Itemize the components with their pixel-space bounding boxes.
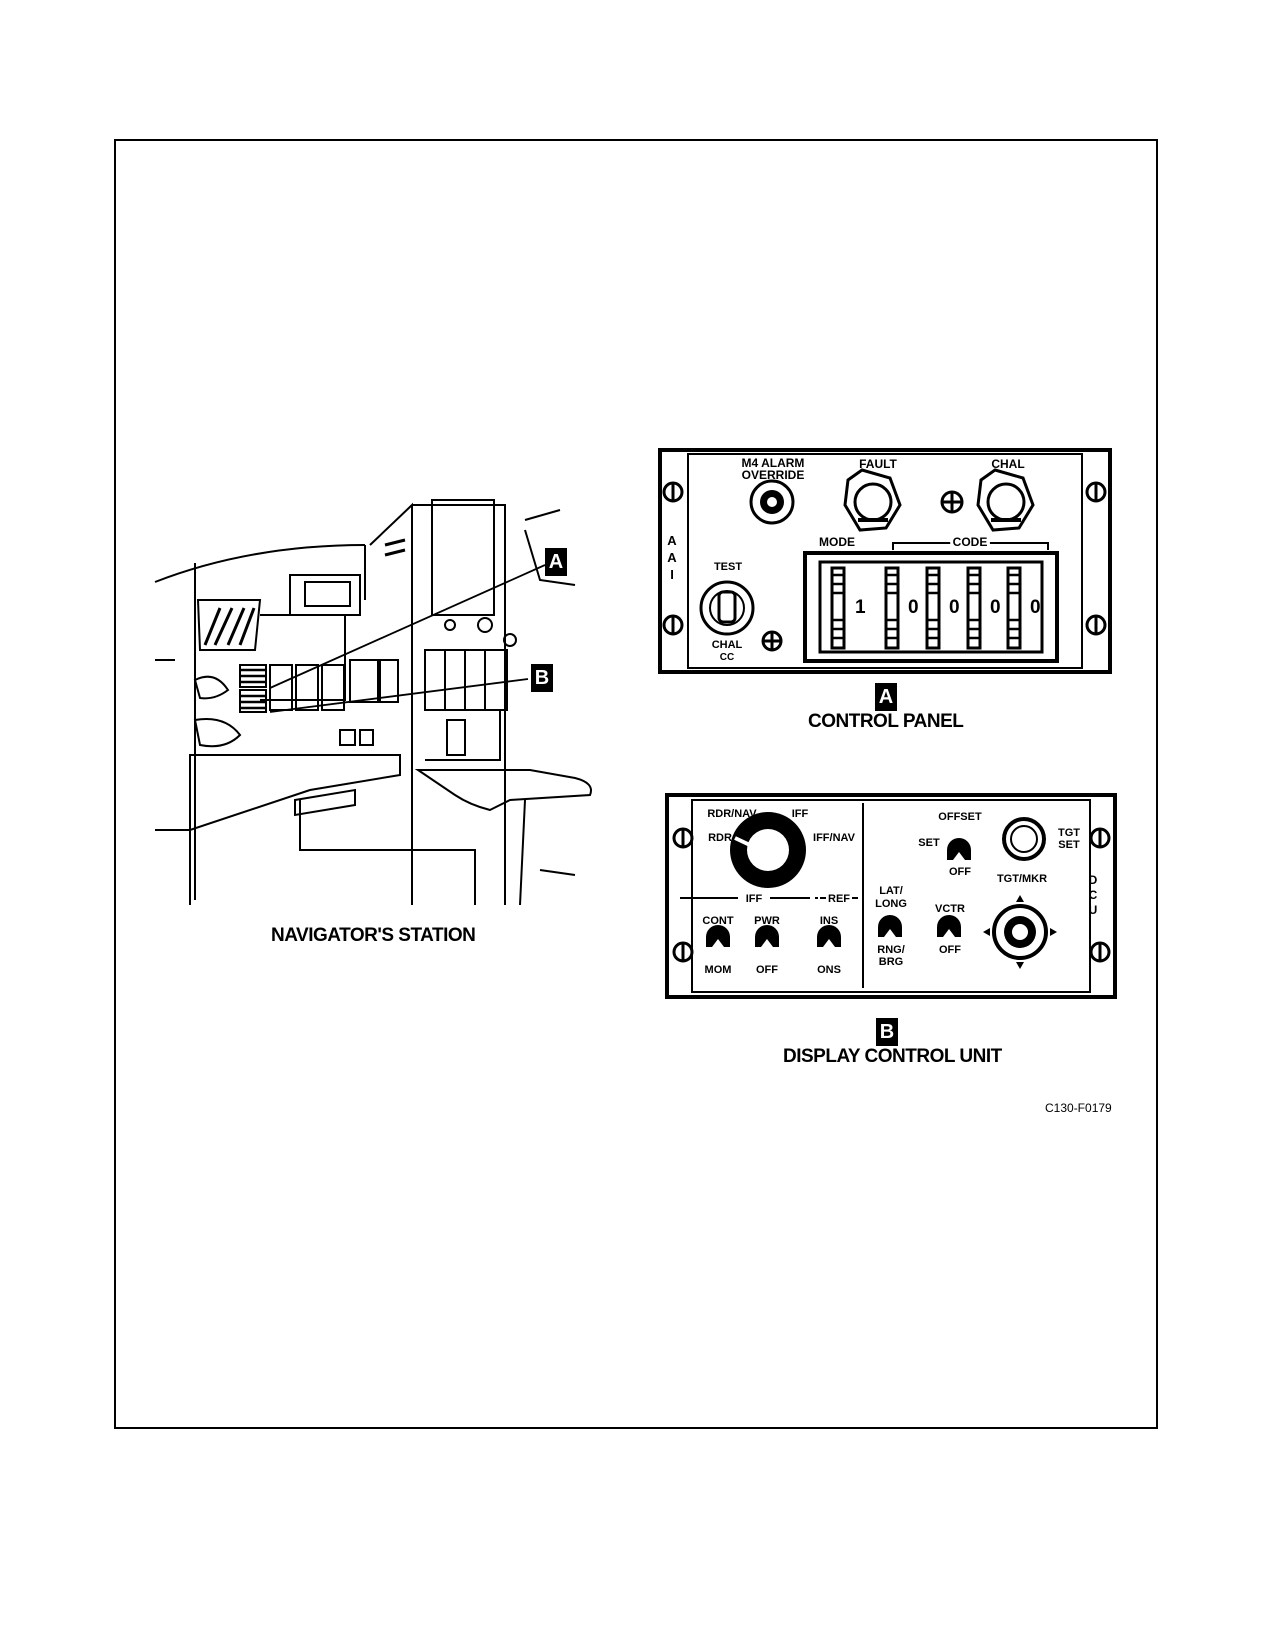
tgt-set-knob[interactable]	[1002, 817, 1046, 861]
tgt-mkr-label: TGT/MKR	[997, 873, 1047, 885]
dcu-caption: DISPLAY CONTROL UNIT	[783, 1046, 1002, 1067]
m4-alarm-label-line2: OVERRIDE	[742, 468, 805, 482]
callout-badge-b: B	[531, 664, 553, 692]
center-screw-icon	[940, 490, 964, 514]
ins-ons-toggle[interactable]	[817, 925, 841, 947]
tgt-mkr-joystick[interactable]	[983, 895, 1057, 969]
panel-screws	[662, 481, 1107, 636]
mode-digit: 1	[855, 597, 866, 618]
iff-nav-label: IFF/NAV	[813, 832, 856, 844]
rng-brg-label-line1: RNG/	[877, 944, 905, 956]
offset-label: OFFSET	[938, 811, 982, 823]
m4-alarm-override-button[interactable]	[749, 479, 795, 525]
aai-side-label-2: A	[667, 550, 677, 565]
rdr-nav-label: RDR/NAV	[707, 808, 757, 820]
mode-code-display	[803, 551, 1059, 663]
callout-badge-a: A	[545, 548, 567, 576]
vctr-off-label: OFF	[939, 944, 961, 956]
pwr-label: PWR	[754, 915, 780, 927]
control-panel-drawing	[658, 448, 1112, 674]
code-digit-1: 0	[908, 597, 919, 618]
rdr-label: RDR	[708, 832, 732, 844]
chal-label: CHAL	[991, 457, 1024, 471]
offset-toggle[interactable]	[947, 838, 971, 860]
control-panel-caption: CONTROL PANEL	[808, 711, 964, 732]
control-panel-labels: M4 ALARM OVERRIDE FAULT CHAL A A I TEST …	[667, 456, 1040, 663]
mode-label: MODE	[819, 535, 855, 549]
rng-brg-label-line2: BRG	[879, 956, 903, 968]
aai-side-label-1: A	[667, 533, 677, 548]
control-panel-badge: A	[875, 683, 897, 711]
lat-long-label-line2: LONG	[875, 898, 907, 910]
code-digit-2: 0	[949, 597, 960, 618]
ref-section-label: REF	[828, 893, 850, 905]
dcu-side-label-2: C	[1089, 888, 1098, 902]
tgt-set-label-line1: TGT	[1058, 827, 1080, 839]
test-chal-cc-toggle[interactable]	[699, 580, 755, 636]
tgt-set-label-line2: SET	[1058, 839, 1080, 851]
dcu-drawing	[665, 793, 1117, 999]
dcu-side-label-3: U	[1089, 903, 1098, 917]
lat-long-toggle[interactable]	[878, 915, 902, 937]
mom-label: MOM	[705, 964, 732, 976]
code-label: CODE	[953, 535, 988, 549]
navigator-station-sketch	[154, 499, 592, 906]
code-digit-3: 0	[990, 597, 1001, 618]
ins-label: INS	[820, 915, 838, 927]
chal-lamp-icon[interactable]	[976, 468, 1035, 532]
offset-set-label: SET	[918, 837, 940, 849]
aai-side-label-3: I	[670, 567, 674, 582]
dcu-side-label-1: D	[1089, 873, 1098, 887]
fault-label: FAULT	[859, 457, 897, 471]
m4-alarm-label-line1: M4 ALARM	[742, 456, 805, 470]
vctr-toggle[interactable]	[937, 915, 961, 937]
ons-label: ONS	[817, 964, 841, 976]
vctr-label: VCTR	[935, 903, 965, 915]
cont-label: CONT	[702, 915, 733, 927]
code-digit-4: 0	[1030, 597, 1041, 618]
pwr-off-toggle[interactable]	[755, 925, 779, 947]
pwr-off-label: OFF	[756, 964, 778, 976]
dcu-badge: B	[876, 1018, 898, 1046]
lat-long-label-line1: LAT/	[879, 885, 903, 897]
cont-mom-toggle[interactable]	[706, 925, 730, 947]
navigator-station-caption: NAVIGATOR'S STATION	[271, 925, 476, 946]
iff-section-label: IFF	[746, 893, 763, 905]
iff-position-label: IFF	[792, 808, 809, 820]
bottom-screw-icon	[761, 630, 783, 652]
mode-rotary-selector[interactable]	[730, 812, 806, 888]
dcu-labels: RDR/NAV IFF RDR IFF/NAV OFFSET SET OFF T…	[702, 808, 1097, 976]
chal-cc-label-line2: CC	[720, 652, 734, 663]
chal-cc-label-line1: CHAL	[712, 639, 743, 651]
fault-lamp-icon[interactable]	[843, 468, 902, 532]
figure-id: C130-F0179	[1045, 1101, 1112, 1115]
figure-frame	[114, 139, 1158, 1429]
test-label: TEST	[714, 561, 742, 573]
offset-off-label: OFF	[949, 866, 971, 878]
dcu-screws	[672, 827, 1111, 963]
